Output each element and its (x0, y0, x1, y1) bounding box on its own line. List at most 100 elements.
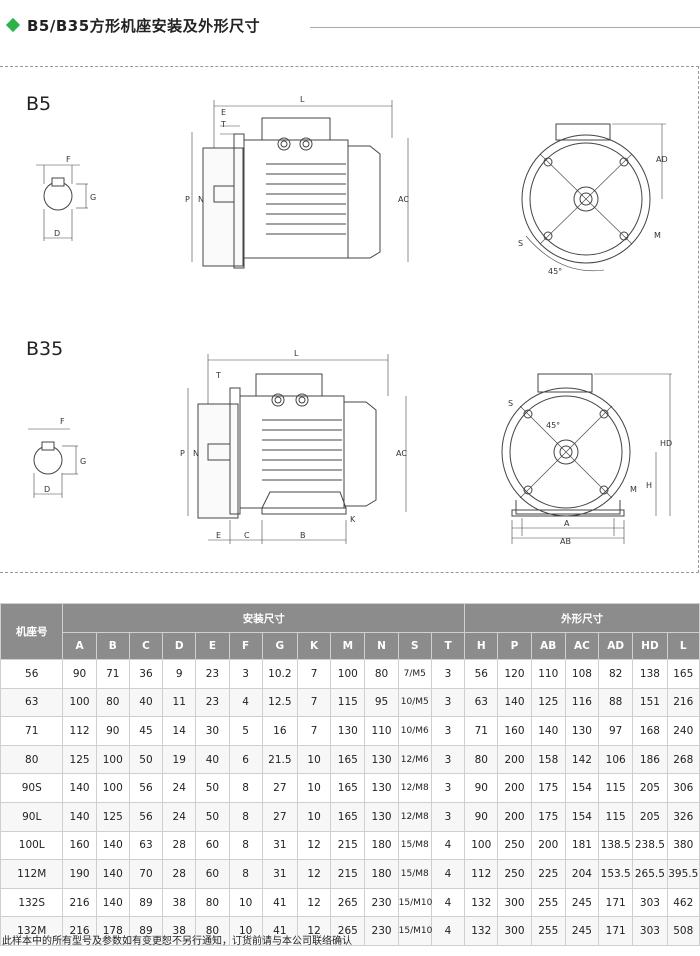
table-cell: 12/M6 (397, 744, 432, 775)
table-cell: 115 (598, 801, 634, 832)
column-header-ac: AC (564, 632, 600, 660)
table-cell: 12 (296, 887, 332, 918)
table-cell: 4 (430, 830, 466, 861)
table-cell: 82 (598, 659, 634, 689)
table-cell: 130 (564, 716, 600, 746)
table-cell: 151 (632, 687, 668, 718)
model-cell: 90S (0, 773, 64, 803)
table-cell: 10/M5 (397, 687, 432, 718)
table-cell: 56 (464, 659, 499, 689)
table-cell: 7/M5 (397, 659, 432, 689)
table-cell: 12/M8 (397, 801, 432, 832)
table-cell: 23 (195, 687, 230, 718)
table-cell: 205 (632, 801, 668, 832)
table-cell: 181 (564, 830, 600, 861)
table-cell: 10 (296, 801, 332, 832)
table-cell: 28 (162, 830, 197, 861)
b35-dim-N: N (193, 449, 199, 458)
column-header-hd: HD (632, 632, 668, 660)
table-cell: 28 (162, 859, 197, 889)
table-cell: 10.2 (261, 659, 298, 689)
table-cell: 132 (464, 916, 499, 946)
table-cell: 15/M8 (397, 830, 432, 861)
table-cell: 3 (430, 744, 466, 775)
drawing-area (0, 66, 699, 573)
table-cell: 140 (95, 887, 130, 918)
table-cell: 106 (598, 744, 634, 775)
page-title: B5/B35方形机座安装及外形尺寸 (4, 14, 260, 36)
table-cell: 108 (564, 659, 600, 689)
table-cell: 154 (564, 801, 600, 832)
table-cell: 100 (62, 687, 97, 718)
column-header-a: A (62, 632, 97, 660)
table-cell: 326 (666, 801, 700, 832)
b5-dim-D: D (54, 229, 60, 238)
b5-dim-N: N (198, 195, 204, 204)
table-cell: 11 (162, 687, 197, 718)
table-cell: 6 (228, 744, 263, 775)
table-cell: 130 (364, 744, 399, 775)
table-cell: 142 (564, 744, 600, 775)
table-cell: 71 (464, 716, 499, 746)
model-cell: 100L (0, 830, 64, 861)
table-cell: 205 (632, 773, 668, 803)
table-cell: 115 (598, 773, 634, 803)
table-cell: 255 (530, 916, 566, 946)
table-cell: 200 (497, 773, 532, 803)
table-cell: 250 (497, 859, 532, 889)
table-cell: 60 (195, 830, 230, 861)
outline-dims-header: 外形尺寸 (464, 603, 700, 633)
table-cell: 8 (228, 773, 263, 803)
table-cell: 132 (464, 887, 499, 918)
table-cell: 100 (95, 773, 130, 803)
table-cell: 140 (62, 773, 97, 803)
table-cell: 50 (195, 773, 230, 803)
b35-dim-F: F (60, 417, 65, 426)
table-cell: 90 (464, 801, 499, 832)
table-cell: 3 (228, 659, 263, 689)
column-header-ad: AD (598, 632, 634, 660)
table-cell: 50 (195, 801, 230, 832)
table-cell: 8 (228, 830, 263, 861)
b35-dim-H: H (646, 481, 652, 490)
table-cell: 175 (530, 773, 566, 803)
table-cell: 12 (296, 916, 332, 946)
b5-dim-F: F (66, 155, 71, 164)
table-cell: 130 (364, 773, 399, 803)
table-cell: 171 (598, 916, 634, 946)
b35-dim-P: P (180, 449, 185, 458)
b35-label: B35 (26, 338, 64, 360)
table-cell: 90 (464, 773, 499, 803)
b5-label: B5 (26, 93, 52, 115)
table-cell: 38 (162, 887, 197, 918)
b35-dim-D: D (44, 485, 50, 494)
table-cell: 50 (128, 744, 164, 775)
page-title-text: B5/B35方形机座安装及外形尺寸 (27, 16, 261, 35)
model-cell: 132M (0, 916, 64, 946)
b35-drawings: F G D L T P N AC K E C B S 45° M H HD A … (28, 349, 672, 546)
table-cell: 4 (430, 859, 466, 889)
b35-dim-K: K (350, 515, 356, 524)
table-cell: 268 (666, 744, 700, 775)
table-cell: 186 (632, 744, 668, 775)
title-divider (310, 27, 700, 28)
table-cell: 216 (62, 916, 97, 946)
table-cell: 30 (195, 716, 230, 746)
table-cell: 160 (62, 830, 97, 861)
table-cell: 8 (228, 801, 263, 832)
b35-dim-S: S (508, 399, 513, 408)
b5-dim-AD: AD (656, 155, 668, 164)
table-cell: 41 (261, 916, 298, 946)
b5-dim-E: E (221, 108, 226, 117)
table-cell: 4 (430, 887, 466, 918)
table-cell: 12 (296, 859, 332, 889)
b35-dim-B: B (300, 531, 306, 540)
b35-dim-L: L (294, 349, 299, 358)
